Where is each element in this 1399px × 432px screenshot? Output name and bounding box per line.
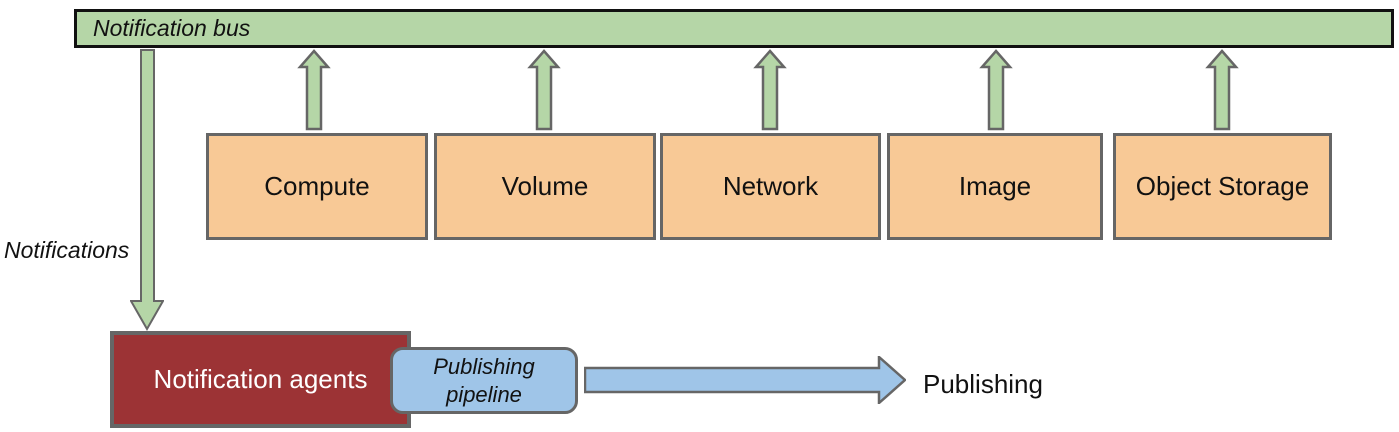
up-arrow-compute-icon <box>297 49 331 131</box>
notification-bus-label: Notification bus <box>93 15 251 41</box>
service-label: Volume <box>501 171 589 201</box>
up-arrow-network-icon <box>753 49 787 131</box>
service-label: Compute <box>264 171 370 201</box>
service-label: Object Storage <box>1135 171 1310 201</box>
publishing-pipeline-label: Publishing pipeline <box>433 354 535 407</box>
notification-bus-bar: Notification bus <box>74 9 1394 48</box>
publishing-label: Publishing <box>923 369 1043 399</box>
up-arrow-volume-icon <box>527 49 561 131</box>
service-label: Image <box>958 171 1032 201</box>
up-arrow-object-storage-icon <box>1205 49 1239 131</box>
service-box-network: Network <box>660 133 881 240</box>
service-label: Network <box>722 171 819 201</box>
notifications-down-arrow-icon <box>130 49 164 331</box>
notification-agents-label: Notification agents <box>153 364 368 394</box>
service-box-volume: Volume <box>434 133 656 240</box>
service-box-image: Image <box>887 133 1103 240</box>
publishing-right-arrow-icon <box>584 356 906 404</box>
notifications-flow-label: Notifications <box>4 237 130 263</box>
up-arrow-image-icon <box>979 49 1013 131</box>
service-box-compute: Compute <box>206 133 428 240</box>
service-box-object-storage: Object Storage <box>1113 133 1332 240</box>
notification-agents-box: Notification agents <box>110 331 411 428</box>
publishing-pipeline-box: Publishing pipeline <box>390 347 578 414</box>
